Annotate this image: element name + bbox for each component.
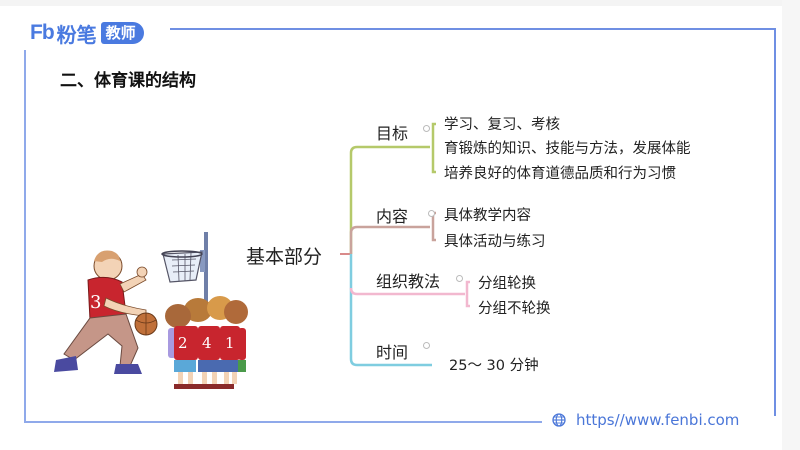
mindmap-center-node: 基本部分	[246, 246, 323, 268]
globe-icon	[552, 413, 566, 427]
collapse-toggle-content[interactable]	[428, 210, 435, 217]
fenbi-logo: Fb 粉笔 教师	[30, 20, 144, 47]
frame-bottom-line	[24, 421, 542, 423]
leaf-goal-1: 学习、复习、考核	[444, 117, 560, 133]
leaf-method-2: 分组不轮换	[478, 301, 551, 317]
frame-right-line	[774, 28, 776, 416]
collapse-toggle-goal[interactable]	[423, 125, 430, 132]
collapse-toggle-method[interactable]	[456, 275, 463, 282]
footer-url[interactable]: https//www.fenbi.com	[552, 411, 739, 429]
branch-content: 内容	[376, 207, 409, 226]
logo-badge: 教师	[100, 22, 144, 44]
branch-method: 组织教法	[376, 272, 441, 291]
leaf-goal-2: 育锻炼的知识、技能与方法，发展体能	[444, 141, 691, 157]
svg-text:4: 4	[202, 334, 212, 352]
frame-left-line	[24, 50, 26, 422]
basketball-illustration: 3 2 4 1	[54, 232, 248, 389]
footer-url-text[interactable]: https//www.fenbi.com	[576, 411, 740, 429]
leaf-content-1: 具体教学内容	[444, 208, 531, 224]
right-strip	[782, 0, 800, 450]
leaf-content-2: 具体活动与练习	[444, 234, 546, 250]
leaf-goal-3: 培养良好的体育道德品质和行为习惯	[444, 166, 676, 182]
top-strip	[0, 0, 800, 6]
leaf-method-1: 分组轮换	[478, 276, 536, 292]
leaf-time-1: 25～ 30 分钟	[449, 358, 539, 374]
frame-top-line	[170, 28, 776, 30]
svg-text:2: 2	[178, 334, 188, 352]
collapse-toggle-time[interactable]	[423, 342, 430, 349]
branch-time: 时间	[376, 343, 409, 362]
svg-text:3: 3	[90, 292, 101, 313]
logo-name: 粉笔	[56, 22, 97, 47]
slide-title: 二、体育课的结构	[60, 71, 196, 91]
logo-mark: Fb	[30, 21, 55, 44]
svg-text:1: 1	[225, 334, 235, 352]
branch-goal: 目标	[376, 124, 409, 143]
